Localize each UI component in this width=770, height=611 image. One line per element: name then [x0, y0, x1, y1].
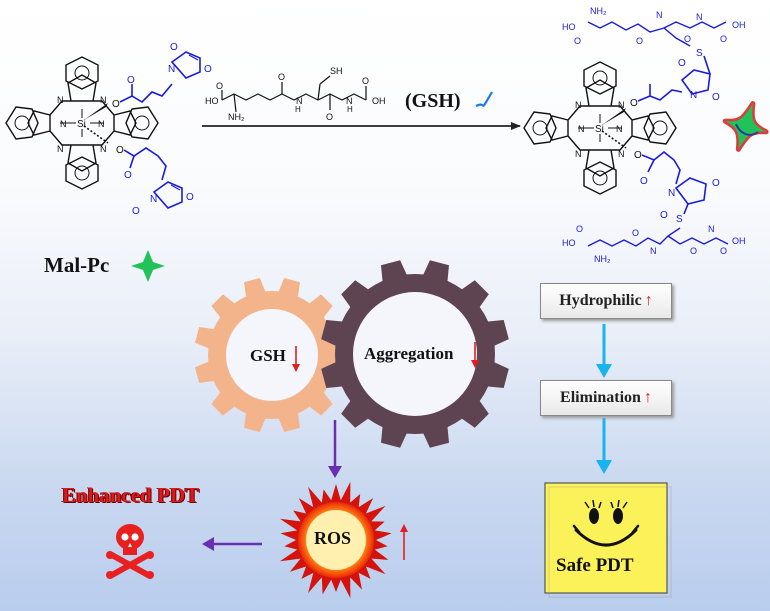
- svg-text:N: N: [656, 10, 663, 20]
- safe-pdt-box: [544, 482, 672, 598]
- svg-text:N: N: [575, 149, 582, 159]
- conjugate-structure: Si N N N N N N O N O O S HO O NH₂ O N N …: [523, 6, 746, 264]
- svg-text:N: N: [696, 12, 703, 22]
- svg-text:N: N: [618, 100, 625, 110]
- svg-text:O: O: [124, 170, 132, 181]
- svg-text:OH: OH: [732, 236, 746, 246]
- mal-pc-star-icon: [131, 250, 165, 282]
- svg-text:N: N: [708, 224, 715, 234]
- cyan-arrow-2: [596, 460, 612, 474]
- enhanced-pdt-label: Enhanced PDT: [62, 483, 200, 507]
- elimination-box: Elimination ↑: [540, 380, 672, 416]
- svg-text:O: O: [326, 112, 333, 122]
- svg-text:O: O: [690, 246, 697, 256]
- cyan-arrow-1: [596, 364, 612, 378]
- gsh-structure: HO O NH₂ O H N SH O N H O OH: [205, 66, 386, 122]
- reagent-label: (GSH): [405, 90, 461, 112]
- svg-text:O: O: [112, 99, 120, 110]
- svg-text:N: N: [57, 95, 64, 105]
- svg-text:O: O: [362, 76, 369, 86]
- svg-text:O: O: [640, 176, 648, 187]
- svg-text:O: O: [576, 224, 583, 234]
- conjugate-star-icon: [722, 101, 769, 152]
- svg-text:N: N: [98, 119, 105, 129]
- elimination-label: Elimination: [560, 389, 641, 406]
- svg-text:O: O: [170, 42, 178, 53]
- svg-text:O: O: [634, 150, 642, 161]
- svg-text:N: N: [168, 64, 175, 75]
- svg-text:N: N: [346, 96, 353, 106]
- ros-label: ROS: [314, 528, 352, 548]
- skull-icon: [106, 524, 154, 579]
- svg-text:O: O: [720, 34, 727, 44]
- svg-text:N: N: [150, 194, 157, 205]
- svg-text:S: S: [676, 214, 683, 225]
- svg-text:O: O: [278, 72, 285, 82]
- svg-text:NH₂: NH₂: [590, 6, 607, 16]
- aggregation-gear: [321, 260, 509, 448]
- svg-text:Si: Si: [595, 124, 604, 135]
- svg-text:O: O: [712, 178, 720, 189]
- molecule-name-label: Mal-Pc: [44, 253, 110, 277]
- svg-text:HO: HO: [205, 96, 219, 106]
- svg-text:N: N: [575, 100, 582, 110]
- svg-text:N: N: [578, 124, 585, 134]
- svg-text:HO: HO: [562, 22, 576, 32]
- svg-text:O: O: [632, 228, 639, 238]
- svg-text:OH: OH: [732, 20, 746, 30]
- svg-text:O: O: [574, 36, 581, 46]
- svg-text:SH: SH: [330, 66, 343, 76]
- svg-text:H: H: [295, 105, 301, 114]
- svg-text:HO: HO: [562, 238, 576, 248]
- elimination-up-arrow-icon: ↑: [643, 389, 652, 406]
- mal-pc-structure: Si N N N N N N O O N O O O O N O O: [5, 42, 212, 217]
- svg-text:O: O: [630, 98, 638, 109]
- svg-text:O: O: [660, 210, 668, 221]
- svg-text:N: N: [650, 246, 657, 256]
- ros-up-arrow: [400, 524, 408, 532]
- svg-text:N: N: [296, 96, 303, 106]
- svg-text:N: N: [618, 149, 625, 159]
- purple-arrow-left: [202, 537, 214, 551]
- gsh-gear: [195, 278, 349, 432]
- svg-text:NH₂: NH₂: [228, 112, 245, 122]
- svg-text:N: N: [668, 188, 675, 199]
- svg-text:O: O: [712, 92, 720, 103]
- aggregation-gear-label: Aggregation: [364, 344, 454, 363]
- svg-text:N: N: [100, 95, 107, 105]
- svg-text:O: O: [636, 36, 643, 46]
- svg-text:N: N: [57, 144, 64, 154]
- svg-text:N: N: [690, 90, 697, 101]
- svg-text:OH: OH: [372, 96, 386, 106]
- svg-text:O: O: [186, 192, 194, 203]
- safe-pdt-label: Safe PDT: [556, 555, 634, 576]
- svg-text:N: N: [100, 144, 107, 154]
- svg-text:O: O: [116, 145, 124, 156]
- svg-text:NH₂: NH₂: [594, 254, 611, 264]
- svg-text:O: O: [204, 64, 212, 75]
- purple-arrow-down: [328, 466, 342, 478]
- si-atom-label: Si: [77, 119, 86, 130]
- gsh-strand-icon: [475, 91, 493, 108]
- hydrophilic-box: Hydrophilic ↑: [540, 283, 672, 319]
- svg-text:O: O: [127, 75, 135, 86]
- svg-text:O: O: [132, 206, 140, 217]
- hydrophilic-up-arrow-icon: ↑: [644, 292, 653, 309]
- svg-text:O: O: [678, 58, 686, 69]
- svg-text:O: O: [216, 81, 223, 91]
- ros-burst: [279, 481, 392, 599]
- svg-text:N: N: [616, 124, 623, 134]
- smiley-face-icon: [572, 499, 640, 547]
- svg-text:O: O: [684, 34, 691, 44]
- svg-text:N: N: [60, 119, 67, 129]
- hydrophilic-label: Hydrophilic: [559, 292, 642, 309]
- svg-text:H: H: [347, 105, 353, 114]
- gsh-gear-label: GSH: [250, 346, 286, 365]
- svg-text:S: S: [696, 48, 703, 59]
- svg-text:O: O: [720, 246, 727, 256]
